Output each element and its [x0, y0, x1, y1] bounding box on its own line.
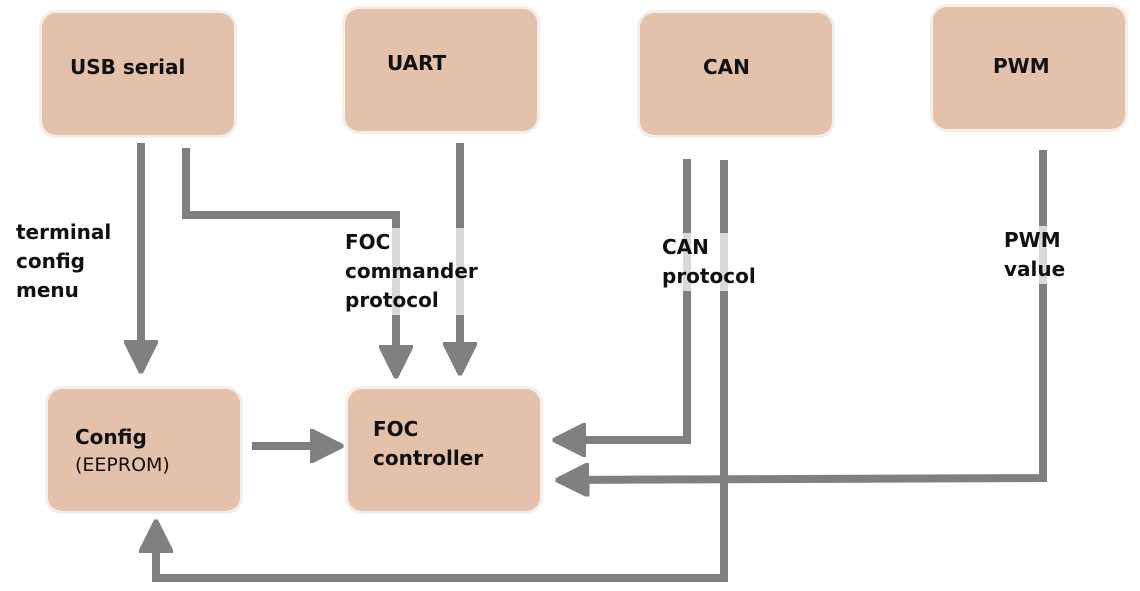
edge-pwm-to-foc — [559, 150, 1047, 480]
edge-can-to-config — [156, 160, 728, 582]
node-foc-controller-label-line1: FOC — [373, 417, 419, 441]
edge-can-to-foc — [556, 159, 691, 440]
node-config-label: Config — [75, 425, 147, 449]
node-pwm: PWM — [933, 7, 1125, 129]
node-pwm-label: PWM — [993, 54, 1050, 78]
node-uart-label: UART — [387, 51, 447, 75]
node-config: Config (EEPROM) — [48, 389, 240, 511]
node-config-sublabel: (EEPROM) — [75, 454, 170, 476]
node-uart: UART — [345, 9, 537, 131]
edge-label-pwm-value: PWM value — [1004, 226, 1066, 284]
edge-label-can-protocol: CAN protocol — [662, 233, 756, 291]
edge-label-terminal-config-menu: terminal config menu — [16, 220, 112, 302]
node-foc-controller-label-line2: controller — [373, 446, 484, 470]
edge-label-foc-commander-protocol: FOC commander protocol — [345, 228, 478, 315]
node-can: CAN — [640, 13, 832, 135]
node-can-label: CAN — [703, 55, 750, 79]
node-foc-controller: FOC controller — [348, 389, 540, 511]
node-usb-serial: USB serial — [42, 13, 234, 135]
node-usb-serial-label: USB serial — [70, 55, 186, 79]
